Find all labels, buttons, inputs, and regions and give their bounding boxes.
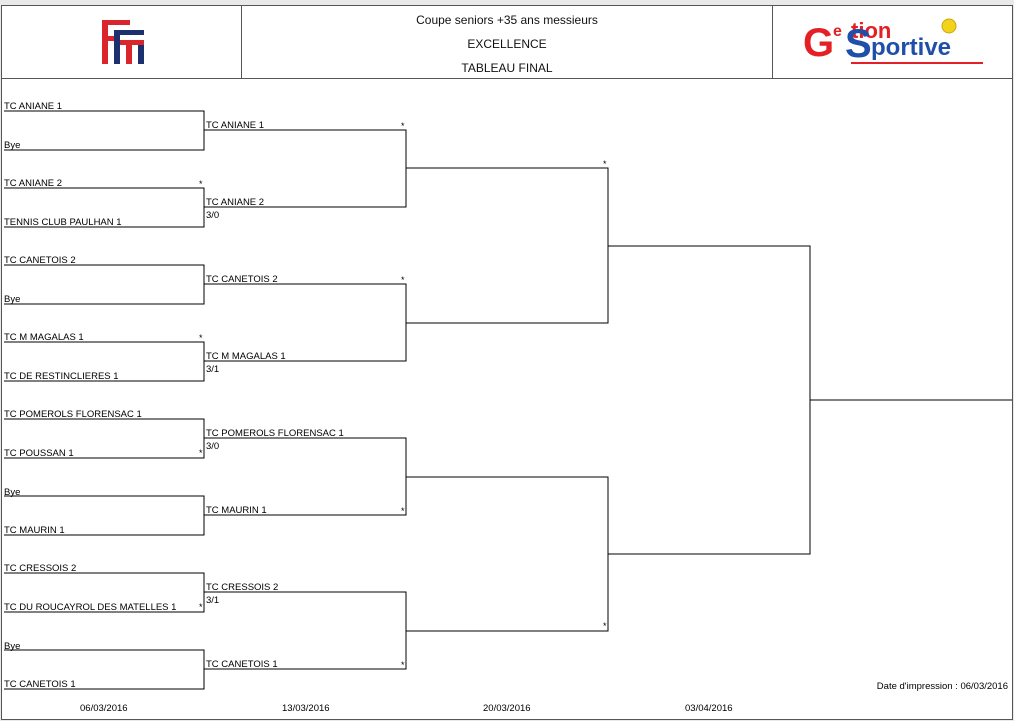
print-date: Date d'impression : 06/03/2016	[876, 681, 1008, 692]
r1-entry-1: TC ANIANE 1	[4, 101, 63, 112]
table-title: TABLEAU FINAL	[461, 61, 553, 75]
r1-entry-14: TC DU ROUCAYROL DES MATELLES 1	[4, 602, 177, 613]
round-date-4: 03/04/2016	[685, 703, 733, 714]
svg-text:tion: tion	[851, 18, 891, 43]
sf-winner-marker: *	[603, 159, 607, 169]
gestion-sportive-logo: G e tion S portive	[803, 18, 983, 66]
title-cell: Coupe seniors +35 ans messieurs EXCELLEN…	[242, 6, 773, 78]
draw-sheet: Coupe seniors +35 ans messieurs EXCELLEN…	[1, 5, 1013, 720]
r2-winner-marker: *	[401, 275, 405, 285]
r1-entry-15: Bye	[4, 641, 21, 652]
r1-entry-2: Bye	[4, 140, 21, 151]
header-separator	[2, 78, 1012, 79]
r2-entry-3: TC CANETOIS 2	[206, 274, 278, 285]
svg-text:portive: portive	[871, 34, 951, 61]
r1-entry-8: TC DE RESTINCLIERES 1	[4, 371, 119, 382]
round-date-1: 06/03/2016	[80, 703, 128, 714]
r1-winner-marker: *	[199, 333, 203, 343]
r2-entry-8: TC CANETOIS 1	[206, 659, 278, 670]
round-date-3: 20/03/2016	[483, 703, 531, 714]
r2-entry-4: TC M MAGALAS 1	[206, 351, 286, 362]
r2-score-2: 3/0	[206, 210, 220, 221]
fft-logo	[102, 20, 144, 64]
r1-entry-7: TC M MAGALAS 1	[4, 332, 84, 343]
svg-text:S: S	[845, 22, 872, 66]
r1-winner-marker: *	[199, 448, 203, 458]
r2-score-4: 3/1	[206, 364, 220, 375]
r1-entry-10: TC POUSSAN 1	[4, 448, 74, 459]
r1-entry-3: TC ANIANE 2	[4, 178, 63, 189]
r2-entry-5: TC POMEROLS FLORENSAC 1	[206, 428, 344, 439]
svg-text:e: e	[833, 23, 842, 40]
r2-winner-marker: *	[401, 121, 405, 131]
r1-entry-6: Bye	[4, 294, 21, 305]
gestion-sportive-logo-cell: G e tion S portive	[773, 6, 1012, 78]
r2-entry-6: TC MAURIN 1	[206, 505, 267, 516]
r2-entry-1: TC ANIANE 1	[206, 120, 265, 131]
r2-score-7: 3/1	[206, 595, 220, 606]
fft-logo-cell	[2, 6, 242, 78]
r2-entry-7: TC CRESSOIS 2	[206, 582, 279, 593]
r2-winner-marker: *	[401, 506, 405, 516]
r2-entry-2: TC ANIANE 2	[206, 197, 265, 208]
r1-entry-4: TENNIS CLUB PAULHAN 1	[4, 217, 122, 228]
svg-text:G: G	[803, 21, 834, 65]
r1-entry-13: TC CRESSOIS 2	[4, 563, 77, 574]
r1-entry-9: TC POMEROLS FLORENSAC 1	[4, 409, 142, 420]
division-title: EXCELLENCE	[467, 37, 547, 51]
r1-entry-16: TC CANETOIS 1	[4, 679, 76, 690]
r2-winner-marker: *	[401, 660, 405, 670]
r1-winner-marker: *	[199, 602, 203, 612]
competition-title: Coupe seniors +35 ans messieurs	[416, 13, 598, 27]
r1-winner-marker: *	[199, 179, 203, 189]
r1-entry-11: Bye	[4, 487, 21, 498]
r1-entry-5: TC CANETOIS 2	[4, 255, 76, 266]
r1-entry-12: TC MAURIN 1	[4, 525, 65, 536]
sf-winner-marker: *	[603, 621, 607, 631]
round-date-2: 13/03/2016	[282, 703, 330, 714]
bracket-lines	[4, 110, 1012, 690]
r2-score-5: 3/0	[206, 441, 220, 452]
